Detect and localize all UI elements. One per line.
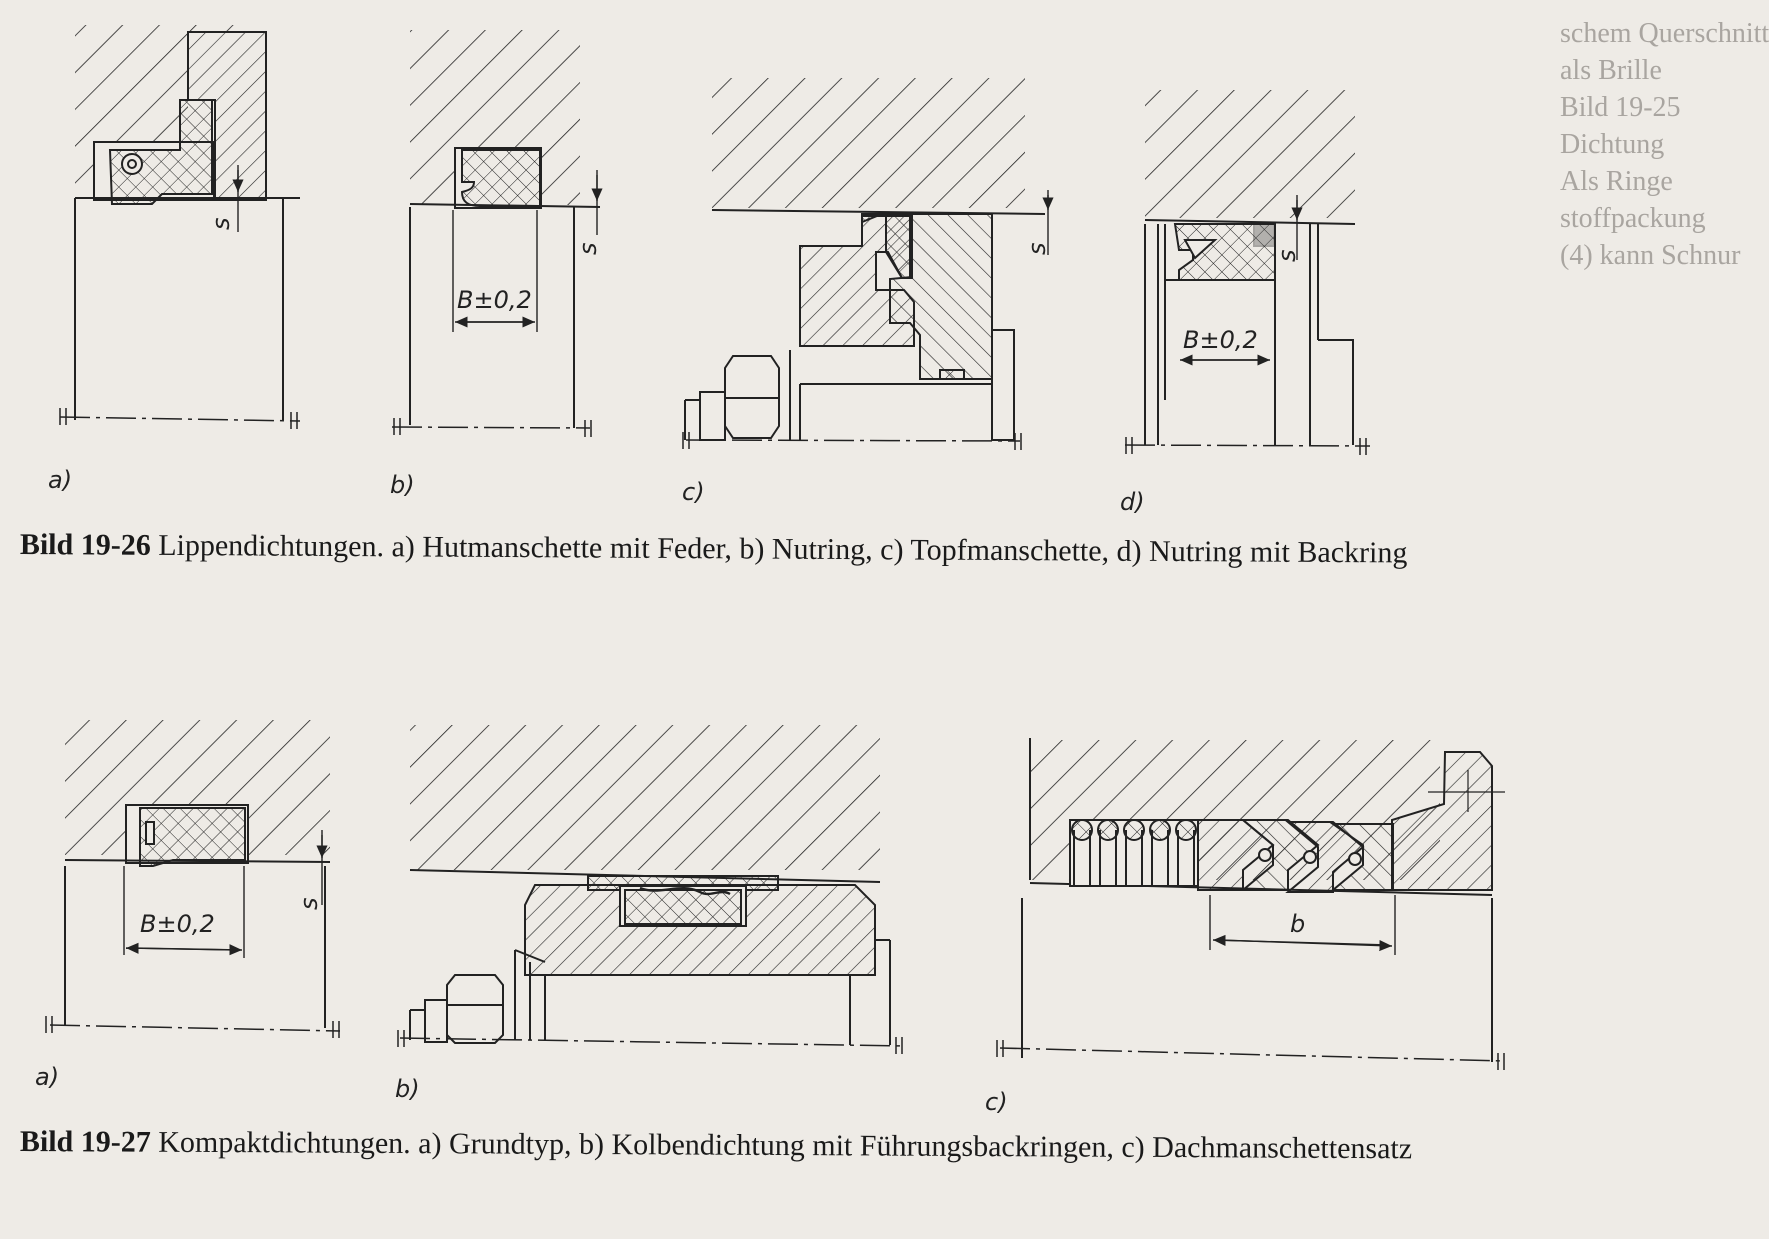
fig26-label-c: c) — [682, 478, 705, 506]
fig27-label-a: a) — [35, 1063, 59, 1091]
show-through-column: schem Querschnitt als Brille Bild 19-25 … — [1560, 15, 1769, 274]
fig26d-dim-s: s — [1273, 249, 1301, 262]
fig26d-dim-b: B±0,2 — [1183, 326, 1258, 354]
fig26b-dim-s: s — [574, 242, 602, 255]
fig27-label-c: c) — [985, 1088, 1008, 1116]
fig26-label-d: d) — [1120, 488, 1145, 516]
fig26-panel-b — [391, 30, 603, 437]
fig27c-dim-b: b — [1290, 910, 1305, 938]
fig27a-dim-b: B±0,2 — [140, 910, 215, 938]
figure-27-number: Bild 19-27 — [19, 1125, 151, 1159]
fig26-panel-d — [1124, 90, 1371, 455]
figure-27-caption-text: Kompaktdichtungen. a) Grundtyp, b) Kolbe… — [158, 1125, 1413, 1166]
fig27a-dim-s: s — [295, 897, 323, 910]
figure-26-number: Bild 19-26 — [19, 528, 151, 562]
fig26b-dim-b: B±0,2 — [457, 286, 532, 314]
show-through-line: als Brille — [1560, 55, 1662, 86]
show-through-line: Dichtung — [1560, 129, 1665, 160]
figure-26-caption-text: Lippendichtungen. a) Hutmanschette mit F… — [158, 528, 1408, 570]
fig26c-dim-s: s — [1023, 242, 1051, 255]
show-through-line: Bild 19-25 — [1560, 92, 1681, 123]
fig26-label-b: b) — [390, 471, 415, 499]
show-through-line: stoffpackung — [1560, 203, 1706, 234]
fig26-label-a: a) — [48, 466, 72, 494]
technical-drawings: s a) B±0,2 s b) — [35, 25, 1506, 1116]
fig26-panel-c — [682, 78, 1054, 450]
show-through-line: (4) kann Schnur — [1560, 240, 1741, 271]
fig27-panel-b — [397, 725, 906, 1054]
fig27-panel-a — [45, 720, 341, 1038]
fig27-label-b: b) — [395, 1075, 420, 1103]
show-through-line: Als Ringe — [1560, 166, 1673, 197]
show-through-line: schem Querschnitt — [1560, 18, 1769, 49]
fig27-panel-c — [996, 738, 1506, 1070]
fig26a-dim-s: s — [207, 217, 235, 230]
fig26-panel-a — [59, 25, 301, 429]
